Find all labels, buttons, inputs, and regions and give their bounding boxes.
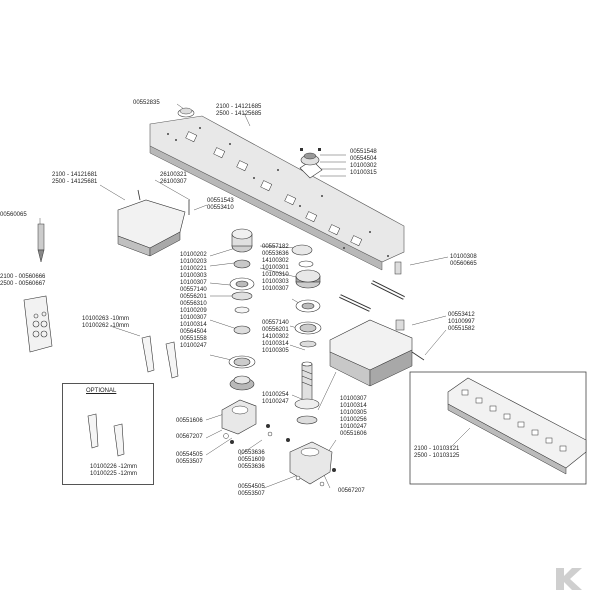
label-cutterbar-parts: 2100 - 14121685 2500 - 14125685: [216, 104, 262, 117]
kit-part: [23, 295, 53, 353]
label-spacer-parts: 10100308 00560665: [450, 254, 477, 267]
center-lower-housing: [286, 438, 336, 487]
label-center-bottom: 00554505 00553507: [238, 484, 265, 497]
spacer-and-right-assembly: [329, 261, 425, 387]
left-gear-stack: [228, 228, 256, 391]
brand-logo: [556, 568, 582, 590]
label-optional-knives: 10100226 -12mm 10100225 -12mm: [90, 464, 138, 477]
blades: [141, 335, 179, 379]
label-00560065: 00560065: [0, 212, 27, 218]
left-bracket: [117, 189, 190, 257]
right-gear-stack: [291, 244, 322, 348]
center-shaft: [294, 361, 320, 425]
optional-box: [62, 383, 154, 485]
label-center-right: 10100307 10100314 10100305 10100256 1010…: [340, 396, 367, 437]
label-right-drive-lower: 00557140 00556201 14100302 10100314 1010…: [262, 320, 289, 354]
cutter-bar: [149, 115, 405, 271]
label-left-nuts: 00554505 00553507: [176, 452, 203, 465]
label-knives: 10100263 -10mm 10100262 -10mm: [82, 316, 130, 329]
label-00552835: 00552835: [133, 100, 160, 106]
label-beam-parts: 2100 - 10103121 2500 - 10103125: [414, 446, 460, 459]
label-right-bracket-parts: 00553412 10100997 00551582: [448, 312, 475, 332]
label-00567207-a: 00567207: [176, 434, 203, 440]
label-left-drive-parts: 10100202 10100203 10100221 10100303 1010…: [180, 252, 207, 349]
optional-title: OPTIONAL: [86, 388, 117, 394]
cap-part: [177, 107, 195, 118]
label-side-bracket-parts: 2100 - 14121681 2500 - 14125681: [52, 172, 98, 185]
grease-gun-part: [37, 223, 45, 263]
label-kit-parts: 2100 - 00560666 2500 - 00560667: [0, 274, 46, 287]
frame-beam: [447, 377, 587, 475]
frame-inset-box: [409, 371, 587, 485]
top-right-housing: [299, 148, 323, 179]
label-top-right-parts: 00551548 00554504 10100302 10100315: [350, 149, 377, 176]
label-side-bracket-screws: 26100321 26100307: [160, 172, 187, 185]
label-center-mid: 00553636 00551609 00553636: [238, 450, 265, 470]
label-right-drive-upper: 00557182 00553636 14100302 10100301 1010…: [262, 244, 289, 292]
label-bracket-bolts: 00551543 00553410: [207, 198, 234, 211]
left-lower-housing: [221, 399, 273, 444]
label-center-upper: 10100254 10100247: [262, 392, 289, 405]
label-00551606-a: 00551606: [176, 418, 203, 424]
optional-blades: [87, 413, 125, 457]
label-00567207-b: 00567207: [338, 488, 365, 494]
